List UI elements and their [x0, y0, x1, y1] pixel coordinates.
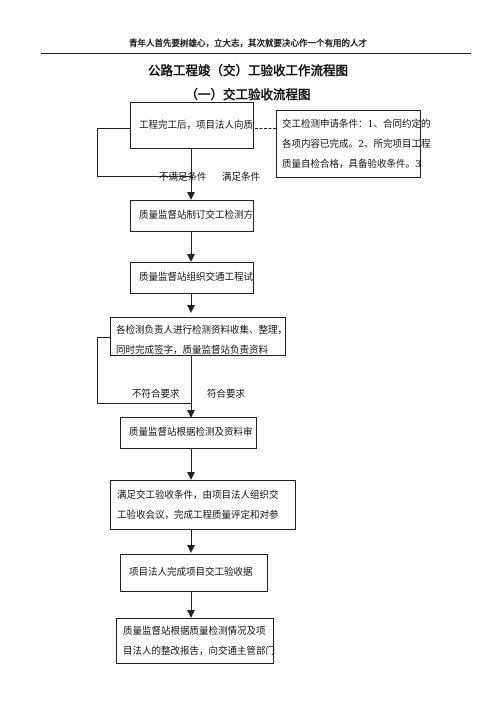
- arrow-down-icon: [187, 545, 195, 553]
- flow-step-2: 质量监督站制订交工检测方: [130, 200, 254, 232]
- connector-6: [191, 530, 192, 546]
- header-divider: [41, 53, 471, 54]
- arrow-down-icon: [187, 610, 195, 618]
- connector-2: [191, 232, 192, 256]
- loop-back-top-2: [97, 337, 110, 338]
- note-connector: [255, 128, 276, 129]
- flow-step-5: 质量监督站根据检测及资料审: [120, 417, 257, 449]
- arrow-down-icon: [187, 410, 195, 418]
- flow-step-4-line-2: 同时完成签字，质量监督站负责资料: [116, 345, 269, 356]
- flow-step-1-text: 工程完工后，项目法人向质: [139, 120, 254, 131]
- flow-step-8-line-2: 目法人的整改报告，向交通主管部门: [123, 646, 276, 657]
- connector-3: [191, 294, 192, 306]
- flow-step-2-text: 质量监督站制订交工检测方: [139, 210, 254, 221]
- condition-note-line-2: 各项内容已完成。2、所完项目工程: [282, 139, 431, 150]
- loop-back-line-1: [97, 128, 98, 176]
- flow-step-6: 满足交工验收条件，由项目法人组织交 工验收会议，完成工程质量评定和对参: [110, 480, 296, 530]
- flow-step-3: 质量监督站组织交通工程试: [130, 262, 254, 294]
- flow-step-8-line-1: 质量监督站根据质量检测情况及项: [123, 626, 266, 637]
- branch-2-fail-label: 不符合要求: [132, 389, 180, 400]
- condition-note-line-1: 交工检测申请条件：1、合同约定的: [282, 119, 431, 130]
- flow-step-6-line-2: 工验收会议，完成工程质量评定和对参: [117, 510, 279, 521]
- flow-step-7-text: 项目法人完成项目交工验收据: [129, 567, 253, 578]
- connector-4: [191, 356, 192, 412]
- flow-step-8: 质量监督站根据质量检测情况及项 目法人的整改报告，向交通主管部门: [116, 618, 276, 664]
- loop-back-bottom-1: [97, 176, 191, 177]
- branch-1-fail-label: 不满足条件: [159, 172, 207, 183]
- flow-step-5-text: 质量监督站根据检测及资料审: [129, 427, 253, 438]
- header-motto: 青年人首先要树雄心，立大志，其次就要决心作一个有用的人才: [128, 39, 367, 49]
- flow-step-4: 各检测负责人进行检测资料收集、整理， 同时完成签字，质量监督站负责资料: [110, 317, 288, 356]
- loop-back-bottom-2: [97, 403, 191, 404]
- arrow-down-icon: [187, 192, 195, 200]
- flow-step-4-line-1: 各检测负责人进行检测资料收集、整理，: [116, 325, 288, 336]
- document-title: 公路工程竣（交）工验收工作流程图: [147, 63, 348, 78]
- flow-step-7: 项目法人完成项目交工验收据: [120, 554, 268, 592]
- document-subtitle: （一）交工验收流程图: [185, 87, 311, 102]
- arrow-down-icon: [187, 254, 195, 262]
- flow-step-6-line-1: 满足交工验收条件，由项目法人组织交: [117, 490, 279, 501]
- branch-2-pass-label: 符合要求: [207, 389, 246, 400]
- connector-5: [191, 449, 192, 475]
- condition-note-box: 交工检测申请条件：1、合同约定的 各项内容已完成。2、所完项目工程 质量自检合格…: [276, 110, 431, 178]
- connector-1: [191, 149, 192, 193]
- loop-back-top-1: [97, 128, 130, 129]
- connector-7: [191, 592, 192, 612]
- arrow-down-icon: [187, 305, 195, 313]
- flow-step-3-text: 质量监督站组织交通工程试: [139, 272, 254, 283]
- branch-1-pass-label: 满足条件: [222, 172, 261, 183]
- flow-step-1: 工程完工后，项目法人向质: [130, 102, 254, 149]
- arrow-down-icon: [187, 472, 195, 480]
- condition-note-line-3: 质量自检合格，具备验收条件。3: [282, 159, 422, 170]
- loop-back-line-2: [97, 337, 98, 403]
